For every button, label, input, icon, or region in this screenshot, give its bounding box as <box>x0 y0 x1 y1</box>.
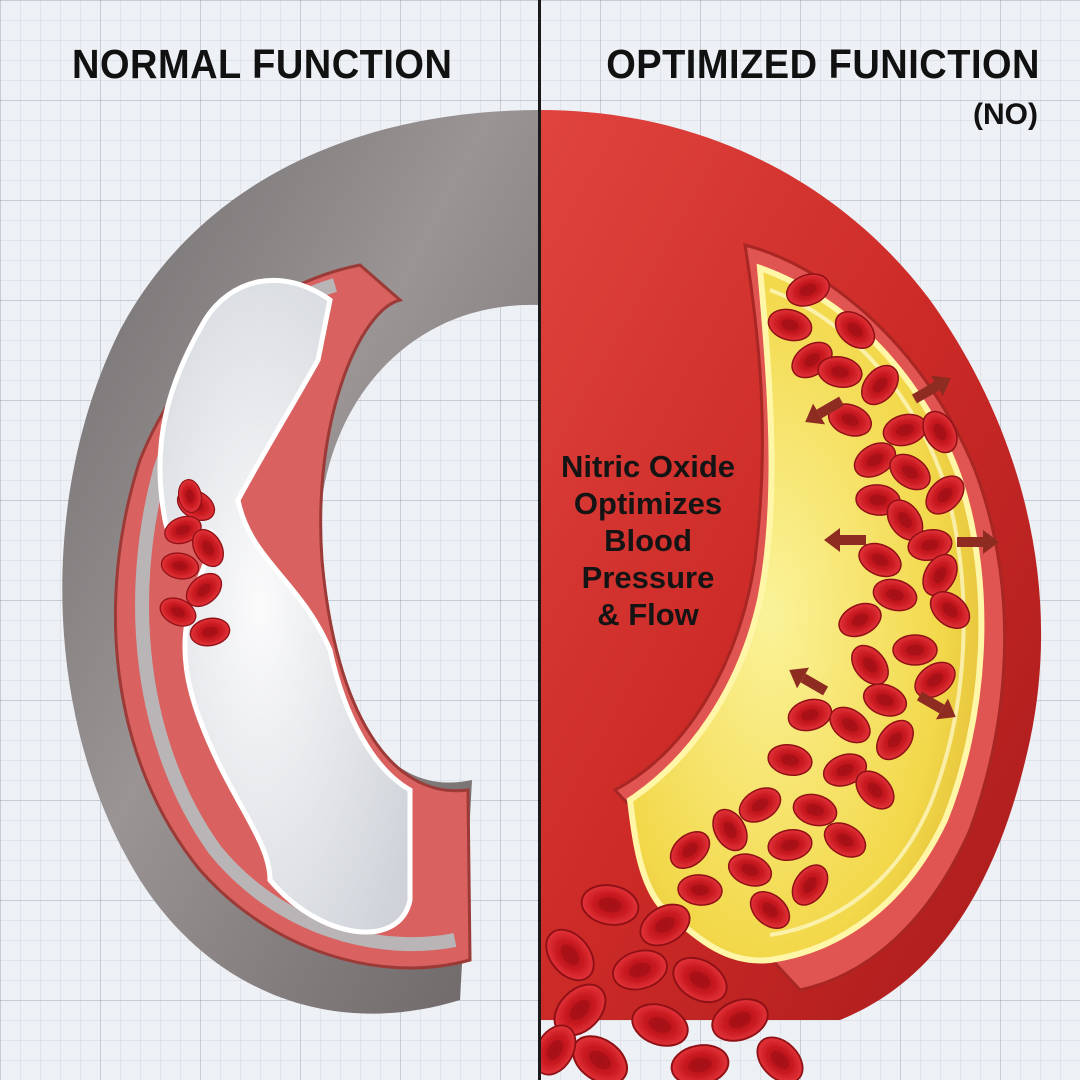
callout-line: Optimizes <box>573 486 723 521</box>
optimized-vessel <box>540 110 1042 1020</box>
dilation-arrow-icon <box>916 691 956 720</box>
nitric-oxide-callout: Nitric Oxide Optimizes Blood Pressure & … <box>548 448 748 633</box>
callout-line: Blood <box>604 523 692 558</box>
dilation-arrows <box>789 375 999 720</box>
dilation-arrow-icon <box>911 375 951 404</box>
callout-line: Nitric Oxide <box>561 449 735 484</box>
normal-function-title: NORMAL FUNCTION <box>72 42 453 88</box>
optimized-function-title: OPTIMIZED FUNICTION <box>606 42 1040 88</box>
dilation-arrow-icon <box>805 396 845 425</box>
panel-divider <box>538 0 541 1080</box>
normal-vessel <box>62 110 539 1014</box>
callout-line: Pressure <box>581 560 715 595</box>
optimized-function-subtitle: (NO) <box>973 98 1038 131</box>
callout-line: & Flow <box>597 597 699 632</box>
dilation-arrow-icon <box>824 528 866 552</box>
dilation-arrow-icon <box>957 530 999 554</box>
normal-vessel-lumen <box>157 277 413 935</box>
dilation-arrow-icon <box>789 667 829 696</box>
